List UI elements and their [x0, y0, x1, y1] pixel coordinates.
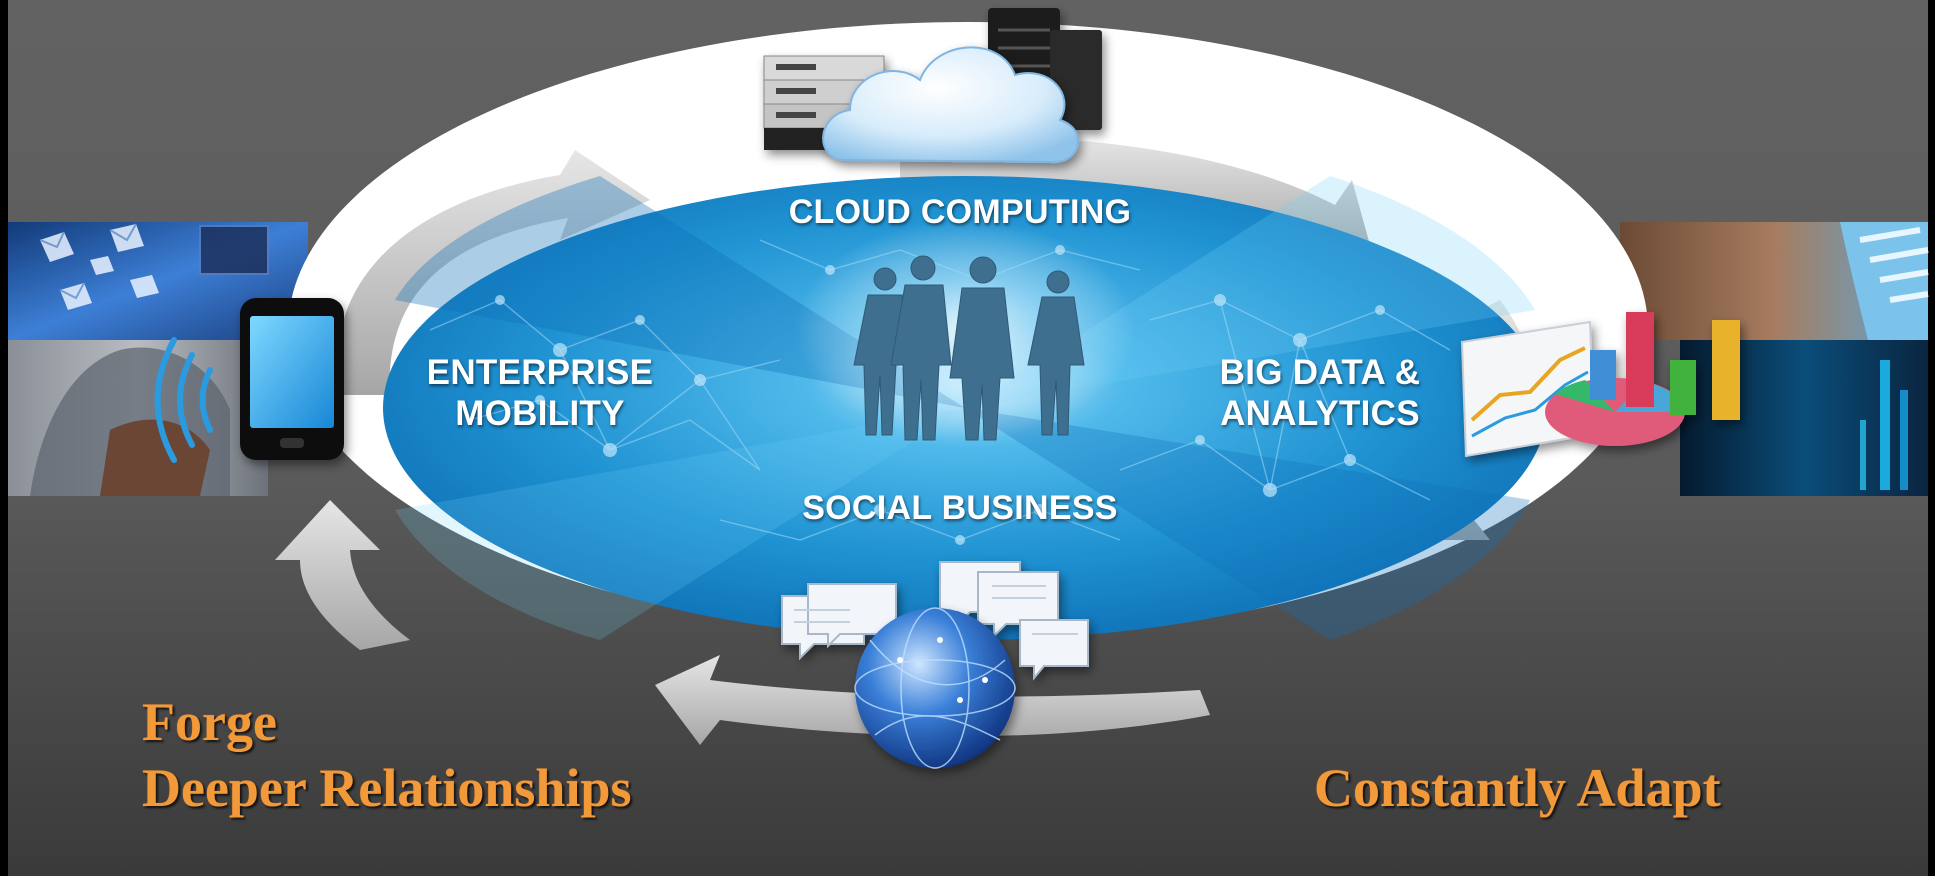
enterprise-mobility-label: ENTERPRISE MOBILITY — [380, 352, 700, 435]
enterprise-mobility-line2: MOBILITY — [455, 394, 625, 434]
cloud-icon — [822, 46, 1080, 164]
social-business-label: SOCIAL BUSINESS — [802, 489, 1118, 527]
left-photo-strip — [8, 222, 308, 496]
big-data-analytics-line1: BIG DATA & — [1219, 353, 1421, 392]
tagline-constantly-adapt: Constantly Adapt — [1314, 758, 1721, 818]
smartphone-icon — [240, 298, 344, 460]
people-group-icon — [853, 255, 1085, 441]
tagline-left-line1: Forge — [142, 692, 277, 752]
tagline-forge-deeper-relationships: Forge Deeper Relationships — [142, 690, 632, 822]
analytics-charts-icon — [1460, 312, 1740, 458]
enterprise-mobility-line1: ENTERPRISE — [426, 353, 654, 392]
network-mesh — [429, 239, 1451, 541]
big-data-analytics-label: BIG DATA & ANALYTICS — [1160, 352, 1480, 435]
tagline-left-line2: Deeper Relationships — [142, 757, 632, 818]
chat-bubbles-icon — [781, 561, 1089, 681]
cloud-computing-label: CLOUD COMPUTING — [788, 193, 1132, 231]
network-nodes — [495, 245, 1385, 545]
globe-icon — [854, 607, 1016, 769]
envelope-icon — [39, 223, 159, 310]
big-data-analytics-line2: ANALYTICS — [1220, 394, 1420, 434]
signal-waves-icon — [154, 337, 213, 463]
